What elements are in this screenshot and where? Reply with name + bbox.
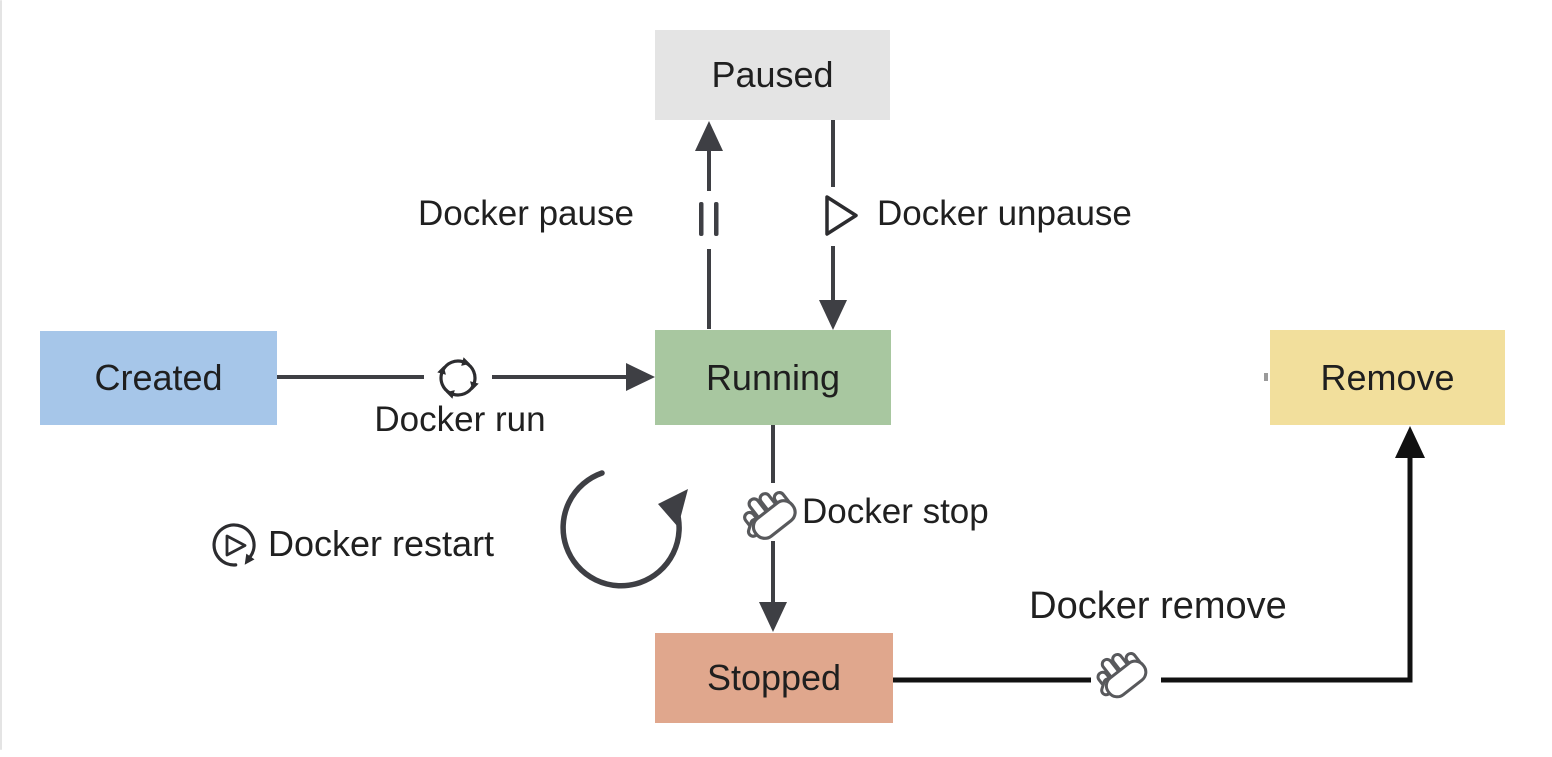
edge-label-docker-unpause: Docker unpause [877, 194, 1132, 233]
artifact-speck [1264, 373, 1268, 381]
stop-hand-icon [730, 480, 801, 549]
sync-icon [437, 357, 479, 399]
play-outline-icon [825, 195, 858, 236]
edge-label-docker-remove: Docker remove [1029, 585, 1287, 627]
node-running: Running [655, 330, 891, 425]
restart-loop-arrow [560, 470, 688, 589]
edge-label-docker-restart: Docker restart [268, 523, 495, 564]
edge-docker-run [277, 363, 655, 391]
restart-loop-arrowhead [658, 489, 688, 527]
edge-docker-pause [695, 121, 723, 329]
node-created: Created [40, 331, 277, 425]
node-stopped-label: Stopped [706, 657, 842, 698]
remove-arrowhead [1395, 426, 1425, 458]
node-stopped: Stopped [655, 633, 893, 723]
node-paused: Paused [655, 30, 890, 120]
node-remove: Remove [1270, 330, 1505, 425]
edge-label-docker-run: Docker run [374, 400, 546, 439]
run-arrowhead [626, 363, 655, 391]
node-remove-label: Remove [1320, 356, 1455, 398]
remove-hand-icon [1084, 641, 1152, 707]
edge-docker-remove [893, 426, 1425, 683]
pause-bars-icon [699, 202, 719, 236]
pause-arrowhead [695, 121, 723, 151]
node-paused-label: Paused [711, 54, 834, 95]
edge-docker-stop [759, 425, 787, 632]
stop-arrowhead [759, 602, 787, 632]
edge-docker-unpause [819, 120, 847, 330]
remove-line-elbow [1161, 456, 1413, 683]
edge-label-docker-pause: Docker pause [418, 194, 634, 233]
node-created-label: Created [94, 357, 223, 398]
restart-play-icon [212, 523, 256, 567]
node-running-label: Running [705, 356, 841, 398]
edge-label-docker-stop: Docker stop [802, 492, 989, 531]
left-edge-divider [0, 0, 2, 750]
unpause-arrowhead [819, 300, 847, 330]
